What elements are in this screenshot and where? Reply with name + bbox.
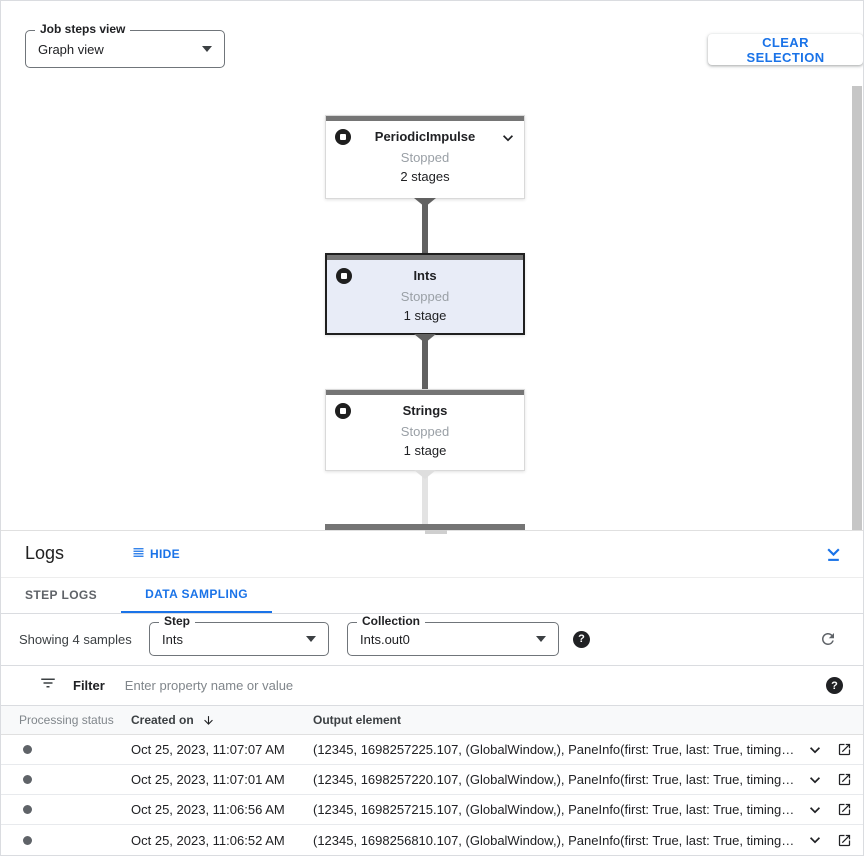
- collection-select-label: Collection: [357, 615, 426, 628]
- open-in-new-icon[interactable]: [836, 832, 853, 849]
- refresh-icon: [822, 633, 834, 646]
- edge-arrow: [414, 198, 436, 207]
- graph-node-ints[interactable]: Ints Stopped 1 stage: [325, 253, 525, 335]
- filter-help-icon[interactable]: ?: [826, 677, 843, 695]
- node-stages: 2 stages: [400, 169, 450, 184]
- hide-label: HIDE: [150, 546, 180, 561]
- node-title: Strings: [402, 403, 448, 418]
- output-element-cell: (12345, 1698257225.107, (GlobalWindow,),…: [313, 742, 795, 758]
- filter-input[interactable]: [124, 678, 826, 694]
- collection-help-icon[interactable]: ?: [573, 630, 590, 648]
- step-select-value: Ints: [162, 631, 183, 647]
- filter-bar: Filter ?: [1, 666, 863, 707]
- created-on-cell: Oct 25, 2023, 11:06:56 AM: [131, 802, 285, 818]
- col-header-processing-status: Processing status: [19, 713, 114, 728]
- output-element-cell: (12345, 1698257220.107, (GlobalWindow,),…: [313, 772, 795, 788]
- clear-selection-button[interactable]: CLEAR SELECTION: [708, 34, 863, 65]
- open-in-new-icon[interactable]: [836, 771, 853, 788]
- edge-ints-strings: [422, 334, 428, 390]
- processing-status-dot: [23, 835, 32, 845]
- node-top-bar: [326, 390, 524, 395]
- samples-count-text: Showing 4 samples: [19, 631, 132, 647]
- sort-descending-icon: [203, 716, 213, 725]
- node-status: Stopped: [400, 289, 450, 304]
- node-status: Stopped: [400, 150, 450, 165]
- table-row[interactable]: Oct 25, 2023, 11:06:56 AM (12345, 169825…: [1, 795, 863, 826]
- graph-node-strings[interactable]: Strings Stopped 1 stage: [325, 389, 525, 471]
- processing-status-dot: [23, 775, 32, 785]
- node-top-bar: [327, 255, 523, 260]
- col-header-created-on[interactable]: Created on: [131, 713, 215, 727]
- processing-status-dot: [23, 745, 32, 755]
- logs-panel: Logs HIDE STEP LOGS DATA SAMPLING Showin…: [1, 530, 863, 855]
- edge-arrow: [414, 334, 436, 343]
- open-in-new-icon[interactable]: [836, 801, 853, 818]
- expand-row-icon[interactable]: [804, 769, 826, 791]
- expand-node-icon[interactable]: [498, 128, 518, 153]
- created-on-cell: Oct 25, 2023, 11:06:52 AM: [131, 832, 285, 848]
- job-steps-view-label: Job steps view: [35, 23, 131, 35]
- view-headline-icon: [131, 545, 146, 563]
- expand-row-icon[interactable]: [804, 799, 826, 821]
- edge-periodicimpulse-ints: [422, 198, 428, 254]
- logs-tabs: STEP LOGS DATA SAMPLING: [1, 578, 863, 614]
- table-header: Processing status Created on Output elem…: [1, 706, 863, 736]
- output-element-cell: (12345, 1698256810.107, (GlobalWindow,),…: [313, 832, 795, 848]
- refresh-samples-button[interactable]: [817, 628, 839, 650]
- table-row[interactable]: Oct 25, 2023, 11:07:01 AM (12345, 169825…: [1, 765, 863, 796]
- caret-down-icon: [306, 636, 316, 643]
- node-title: PeriodicImpulse: [374, 129, 476, 144]
- caret-down-icon: [202, 46, 212, 52]
- node-top-bar: [326, 116, 524, 121]
- logs-panel-title: Logs: [25, 543, 65, 564]
- created-on-cell: Oct 25, 2023, 11:07:01 AM: [131, 772, 285, 788]
- node-stages: 1 stage: [403, 443, 447, 458]
- node-stages: 1 stage: [403, 308, 447, 323]
- graph-node-partial-top-bar: [325, 524, 525, 530]
- open-in-new-icon[interactable]: [836, 741, 853, 758]
- caret-down-icon: [536, 636, 546, 643]
- job-steps-view-select[interactable]: Job steps view Graph view: [25, 23, 225, 68]
- collapse-down-icon: [827, 548, 840, 562]
- job-steps-view-value: Graph view: [38, 41, 104, 57]
- collapse-panel-button[interactable]: [823, 543, 844, 564]
- hide-logs-button[interactable]: HIDE: [131, 545, 180, 563]
- graph-vertical-scrollbar[interactable]: [852, 86, 862, 530]
- collection-select-value: Ints.out0: [360, 631, 410, 647]
- stopped-status-icon: [335, 129, 351, 145]
- col-header-output-element: Output element: [313, 713, 402, 728]
- table-row[interactable]: Oct 25, 2023, 11:06:52 AM (12345, 169825…: [1, 825, 863, 855]
- stopped-status-icon: [335, 403, 351, 419]
- filter-label: Filter: [73, 678, 105, 694]
- tab-step-logs[interactable]: STEP LOGS: [25, 578, 121, 613]
- created-on-cell: Oct 25, 2023, 11:07:07 AM: [131, 742, 285, 758]
- output-element-cell: (12345, 1698257215.107, (GlobalWindow,),…: [313, 802, 795, 818]
- processing-status-dot: [23, 805, 32, 815]
- node-status: Stopped: [400, 424, 450, 439]
- edge-strings-next: [422, 470, 428, 525]
- expand-row-icon[interactable]: [804, 739, 826, 761]
- stopped-status-icon: [336, 268, 352, 284]
- graph-horizontal-scrollbar[interactable]: [425, 530, 447, 534]
- edge-arrow: [414, 470, 436, 479]
- filter-icon: [39, 674, 57, 697]
- expand-row-icon[interactable]: [804, 829, 826, 851]
- step-select[interactable]: Step Ints: [149, 615, 329, 657]
- graph-node-periodicimpulse[interactable]: PeriodicImpulse Stopped 2 stages: [325, 115, 525, 199]
- collection-select[interactable]: Collection Ints.out0: [347, 615, 559, 657]
- table-row[interactable]: Oct 25, 2023, 11:07:07 AM (12345, 169825…: [1, 735, 863, 766]
- node-title: Ints: [413, 268, 437, 283]
- step-select-label: Step: [159, 615, 196, 628]
- tab-data-sampling[interactable]: DATA SAMPLING: [121, 578, 273, 613]
